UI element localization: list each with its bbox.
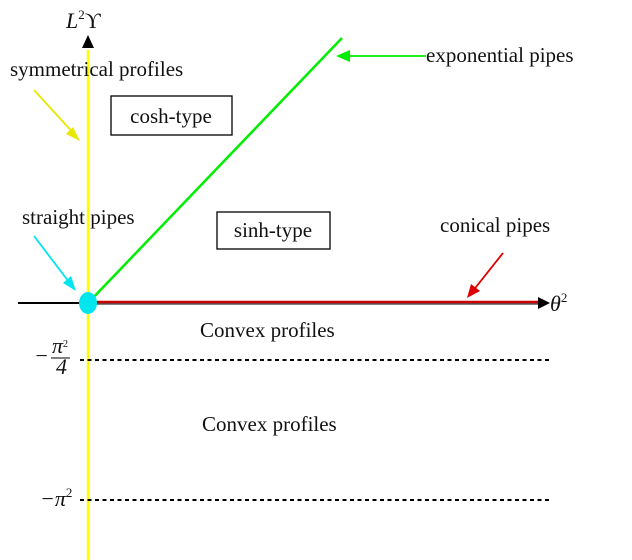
exponential-line bbox=[87, 37, 343, 304]
y-axis-label: L2ϒ bbox=[65, 7, 102, 33]
arrow-straight bbox=[33, 235, 76, 291]
sinh-box bbox=[216, 211, 331, 250]
label-exponential-pipes: exponential pipes bbox=[426, 43, 574, 67]
svg-text:4: 4 bbox=[56, 354, 67, 379]
origin-dot bbox=[79, 292, 97, 314]
arrow-symmetrical bbox=[33, 89, 80, 141]
label-symmetrical-profiles: symmetrical profiles bbox=[10, 57, 183, 81]
x-axis-label: θ2 bbox=[550, 290, 567, 316]
cosh-box bbox=[110, 95, 233, 136]
arrow-exponential bbox=[336, 50, 426, 62]
tick-pi-squared: −π2 bbox=[40, 485, 72, 511]
tick-quarter-pi: − π2 4 bbox=[34, 333, 70, 379]
y-axis-arrowhead bbox=[82, 35, 94, 48]
label-straight-pipes: straight pipes bbox=[22, 205, 135, 229]
sinh-box-label: sinh-type bbox=[234, 218, 312, 242]
arrow-conical bbox=[467, 252, 504, 298]
x-axis-arrowhead bbox=[538, 297, 550, 309]
svg-text:−: − bbox=[34, 343, 49, 368]
label-convex-lower: Convex profiles bbox=[202, 412, 337, 436]
svg-text:π2: π2 bbox=[52, 333, 68, 358]
cosh-box-label: cosh-type bbox=[130, 104, 212, 128]
label-convex-upper: Convex profiles bbox=[200, 318, 335, 342]
label-conical-pipes: conical pipes bbox=[440, 213, 550, 237]
